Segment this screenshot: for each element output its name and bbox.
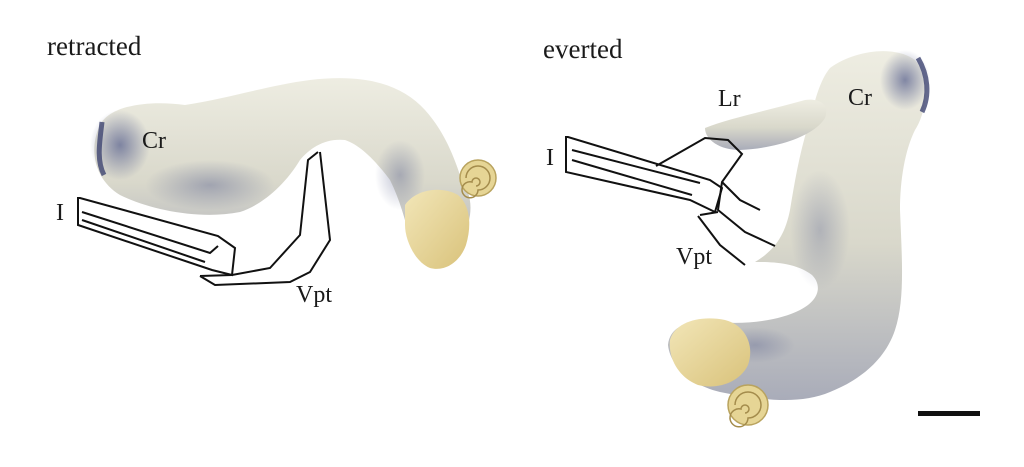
everted-coil bbox=[727, 384, 769, 428]
scale-bar bbox=[918, 411, 980, 416]
retracted-specimen: Cr I Vpt bbox=[56, 78, 497, 308]
retracted-i-outline bbox=[77, 197, 237, 277]
label-vpt-retracted: Vpt bbox=[296, 282, 332, 308]
retracted-vpt-outline bbox=[199, 151, 332, 287]
everted-tip bbox=[669, 318, 751, 387]
retracted-blue-shading-bend bbox=[375, 140, 425, 210]
retracted-body bbox=[94, 78, 471, 269]
label-lr-everted: Lr bbox=[718, 86, 741, 112]
everted-i-inner bbox=[571, 149, 701, 196]
everted-schematic bbox=[565, 136, 776, 266]
panel-title-everted: everted bbox=[543, 34, 623, 64]
everted-vpt-connector bbox=[697, 215, 746, 266]
retracted-blue-shading-crest bbox=[90, 110, 150, 180]
retracted-schematic bbox=[77, 151, 332, 287]
label-cr-everted: Cr bbox=[848, 85, 872, 111]
everted-i-outline bbox=[565, 136, 724, 214]
everted-lr-connector bbox=[655, 136, 776, 247]
retracted-i-inner bbox=[81, 211, 219, 263]
everted-dark-rim bbox=[915, 56, 930, 114]
retracted-tip bbox=[405, 189, 470, 269]
label-i-retracted: I bbox=[56, 200, 64, 226]
everted-blue-shading-crest bbox=[880, 50, 930, 110]
label-cr-retracted: Cr bbox=[142, 128, 166, 154]
everted-lr-flap bbox=[705, 99, 827, 150]
retracted-coil bbox=[459, 159, 497, 199]
retracted-dark-rim bbox=[96, 121, 107, 177]
everted-blue-shading-mid bbox=[790, 170, 850, 290]
panel-title-retracted: retracted bbox=[47, 31, 142, 61]
label-i-everted: I bbox=[546, 145, 554, 171]
retracted-blue-shading-mid bbox=[145, 160, 275, 210]
label-vpt-everted: Vpt bbox=[676, 244, 712, 270]
everted-specimen: Lr Cr I Vpt bbox=[546, 50, 930, 428]
